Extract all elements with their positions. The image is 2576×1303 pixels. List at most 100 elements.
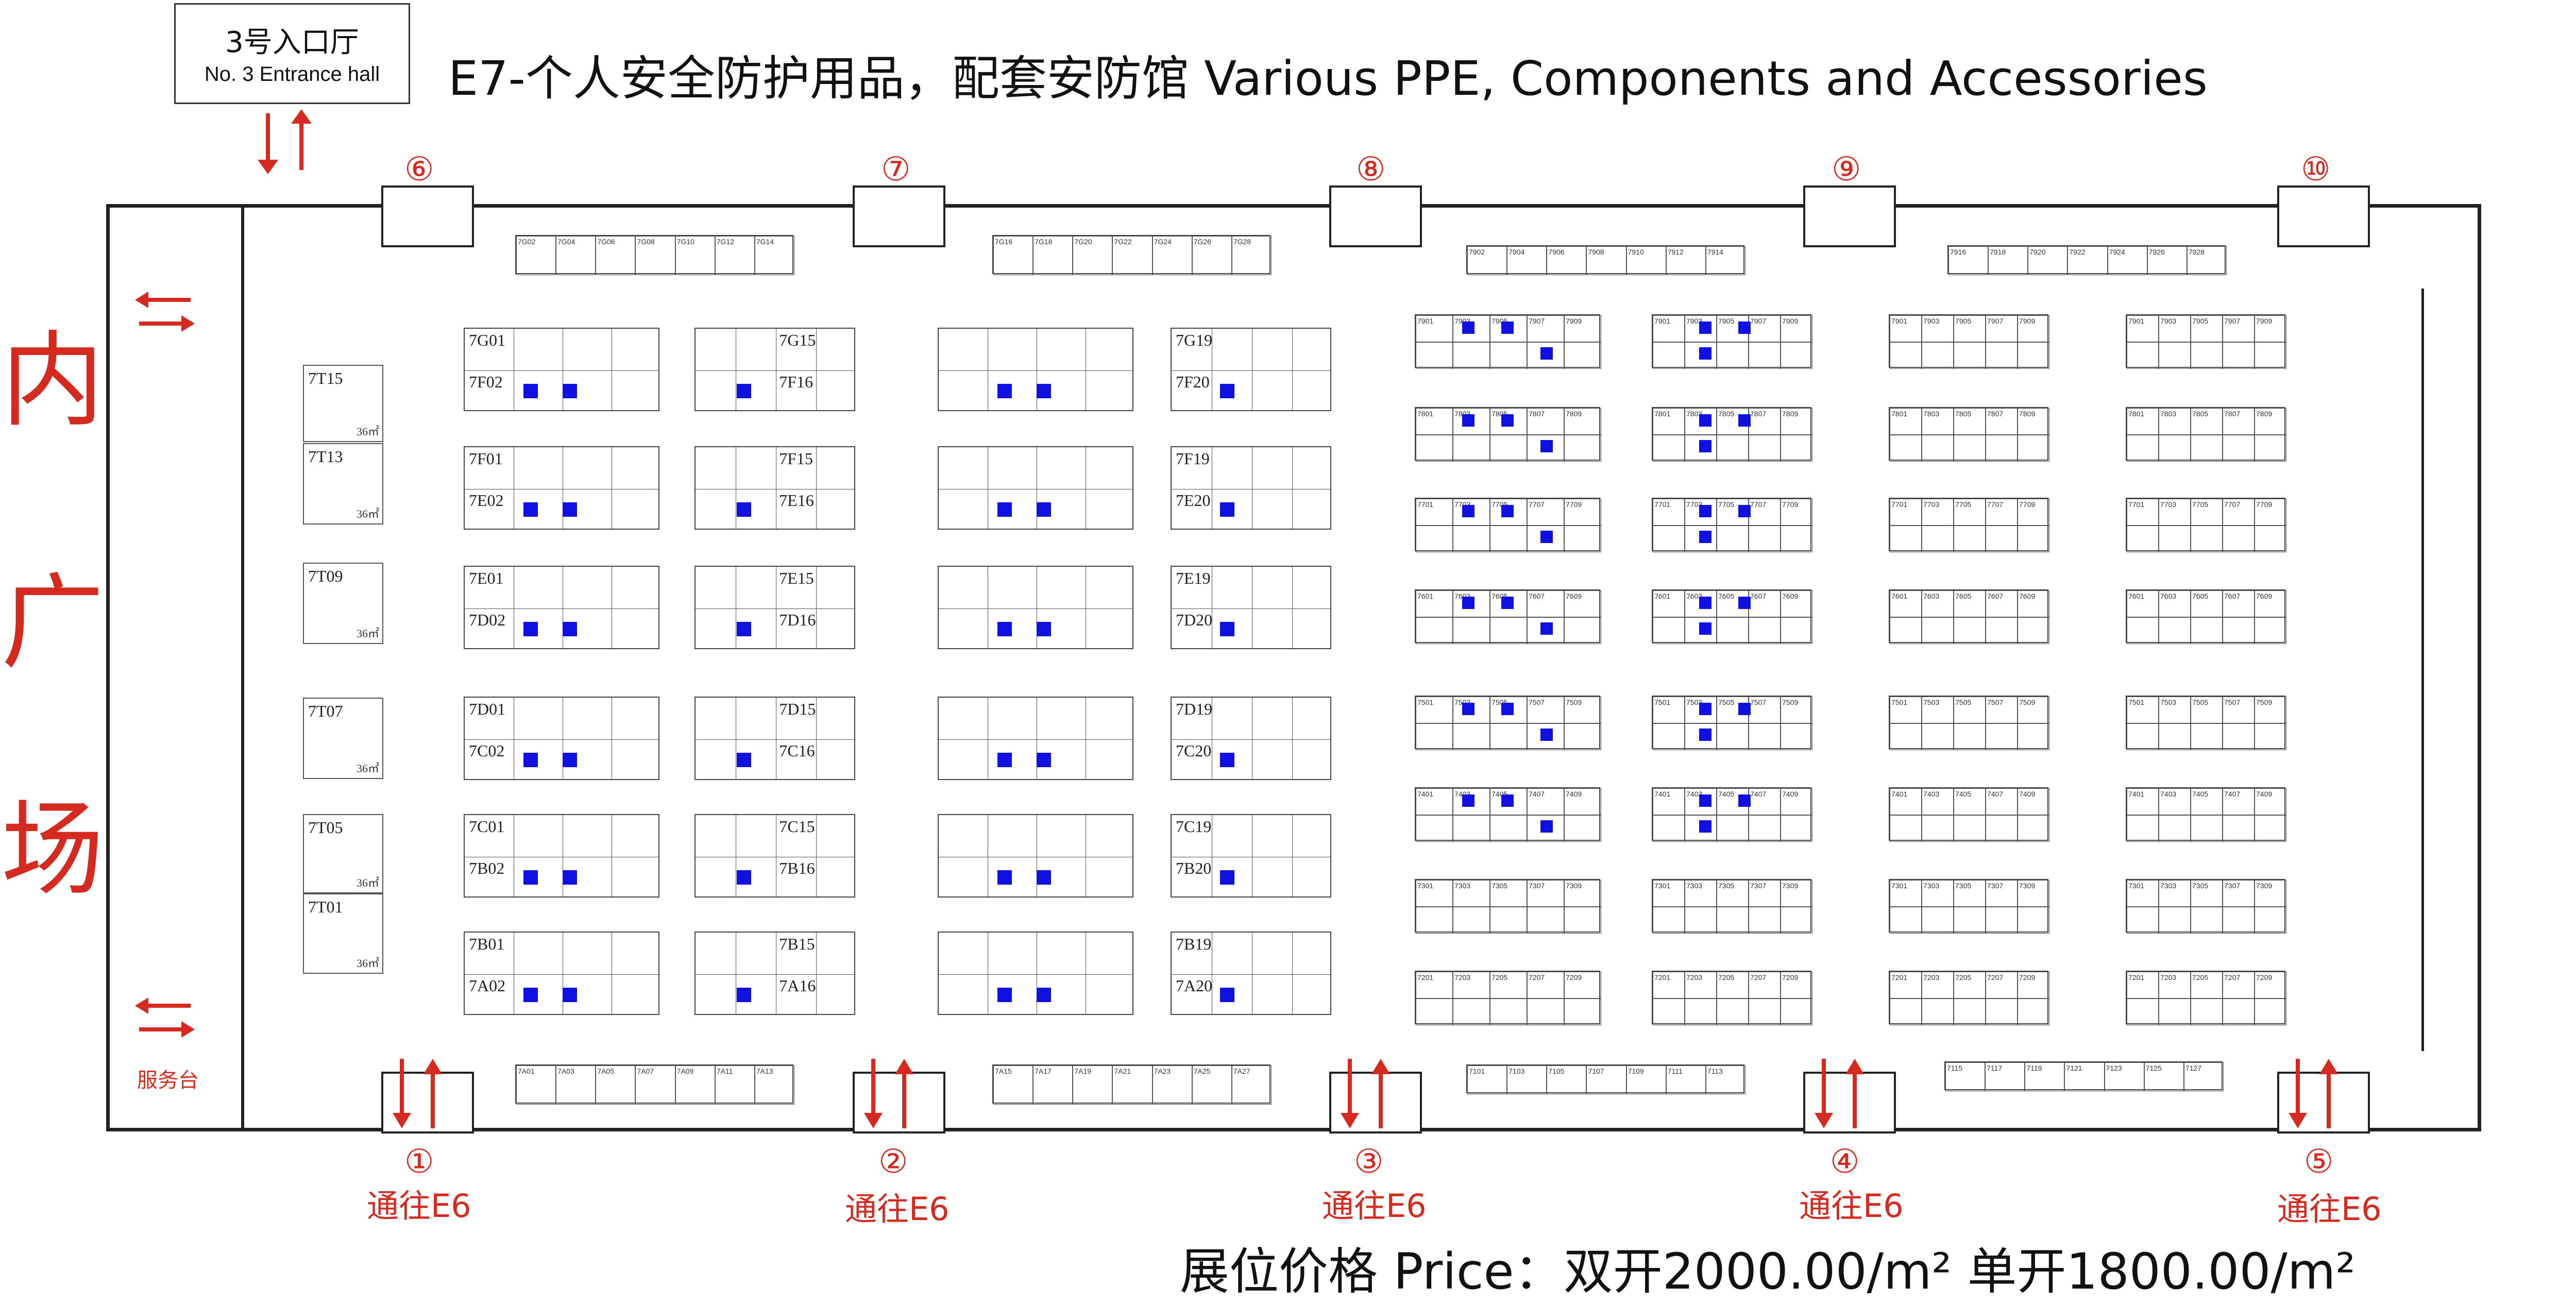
price-label: 展位价格 Price：双开2000.00/m² 单开1800.00/m² [1180,1243,2355,1300]
booth-cell: 7A03 [556,1065,596,1105]
booth-divider [816,447,817,529]
booth-cell [1490,342,1527,369]
booth-divider [939,370,1132,371]
booth-cell: 7119 [2025,1062,2065,1091]
booth-cell: 7807 [2223,408,2255,435]
booth-marker [1501,505,1514,517]
booth-cell [1717,435,1749,462]
booth-cell: 7201 [1890,972,1922,999]
booth-cell: 7505 [1954,697,1986,723]
booth-cell [2159,999,2191,1025]
booth-cell: 7609 [1564,590,1601,617]
booth-marker [563,870,577,885]
booth-cell: 7906 [1547,246,1587,275]
booth-cell: 7609 [1781,590,1812,617]
booth-cell: 7904 [1507,246,1547,275]
booth-cell: 7113 [1705,1065,1745,1094]
booth-cell [2159,435,2191,462]
booth-cell: 7407 [1527,788,1564,815]
booth-cell [1416,526,1453,552]
booth-cell [1922,907,1954,934]
booth-label: 7E15 [779,569,814,587]
booth-divider [939,739,1132,740]
booth-cell [1922,435,1954,462]
booth-cell: 7117 [1985,1062,2025,1091]
booth-cell: 7G10 [675,236,715,275]
booth-cell [1490,907,1527,934]
booth-cell [1490,815,1527,842]
booth-cell: 7A27 [1231,1065,1272,1105]
booth-cell: 7G12 [715,236,755,275]
booth-marker [1037,870,1051,885]
booth-cell [1453,723,1490,750]
booth-divider [696,974,854,975]
booth-cell [1453,342,1490,369]
booth-cell: 7509 [2255,697,2286,723]
booth-cell: 7709 [2255,499,2286,526]
booth-label: 7C01 [469,817,505,836]
booth-divider [465,974,658,975]
booth-cell: 7207 [1986,972,2018,999]
booth-divider [696,739,854,740]
booth-cell: 7203 [2159,972,2191,999]
booth-cell [1653,999,1685,1025]
booth-marker [1462,505,1475,517]
booth-cell: 7509 [1781,697,1812,723]
door-number-2: ② [878,1143,908,1181]
booth-cell [2223,815,2255,842]
booth-cell [1685,723,1717,750]
door-number-4: ④ [1830,1143,1860,1181]
booth-cell: 7926 [2147,246,2187,275]
booth-cell: 7209 [1564,972,1601,999]
booth-cell [1564,435,1601,462]
booth-cell: 7G28 [1231,236,1272,275]
booth-cell [2127,342,2159,369]
booth-cell [1653,723,1685,750]
booth-cell: 7407 [2223,788,2255,815]
booth-cell: 7807 [1986,408,2018,435]
booth-marker [1501,321,1514,334]
booth-divider [1292,567,1293,648]
booth-cell: 7A25 [1192,1065,1232,1105]
door-number-10: ⑩ [2301,150,2331,189]
booth-area: 36㎡ [356,627,379,640]
booth-cell: 7807 [1749,408,1781,435]
booth-cell [1954,815,1986,842]
booth-marker [1501,703,1514,715]
booth-cell: 7307 [1749,880,1781,907]
booth-cell [1653,815,1685,842]
exit-label-3: 通往E6 [1322,1187,1427,1225]
booth-marker [1462,321,1475,334]
booth-cell: 7603 [2159,590,2191,617]
booth-block [938,446,1133,530]
booth-id: 7T15 [308,369,343,387]
booth-cell [2255,342,2286,369]
booth-label: 7F02 [469,373,503,391]
door-number-7: ⑦ [881,150,911,189]
door-2-arrows-icon [864,1059,913,1128]
booth-cell [1717,999,1749,1025]
booth-label: 7C20 [1176,741,1212,760]
booth-cell [1527,999,1564,1025]
door-9 [1803,185,1896,247]
booth-cell: 7903 [2159,315,2191,342]
booth-cell [1717,907,1749,934]
booth-cell: 7605 [1954,590,1986,617]
booth-cell: 7907 [1986,315,2018,342]
booth-cell [1781,617,1812,644]
booth-label: 7F19 [1176,449,1210,468]
door-1-arrows-icon [393,1059,442,1128]
booth-cell: 7A07 [635,1065,675,1105]
booth-marker [737,753,751,767]
booth-cell: 7607 [1986,590,2018,617]
